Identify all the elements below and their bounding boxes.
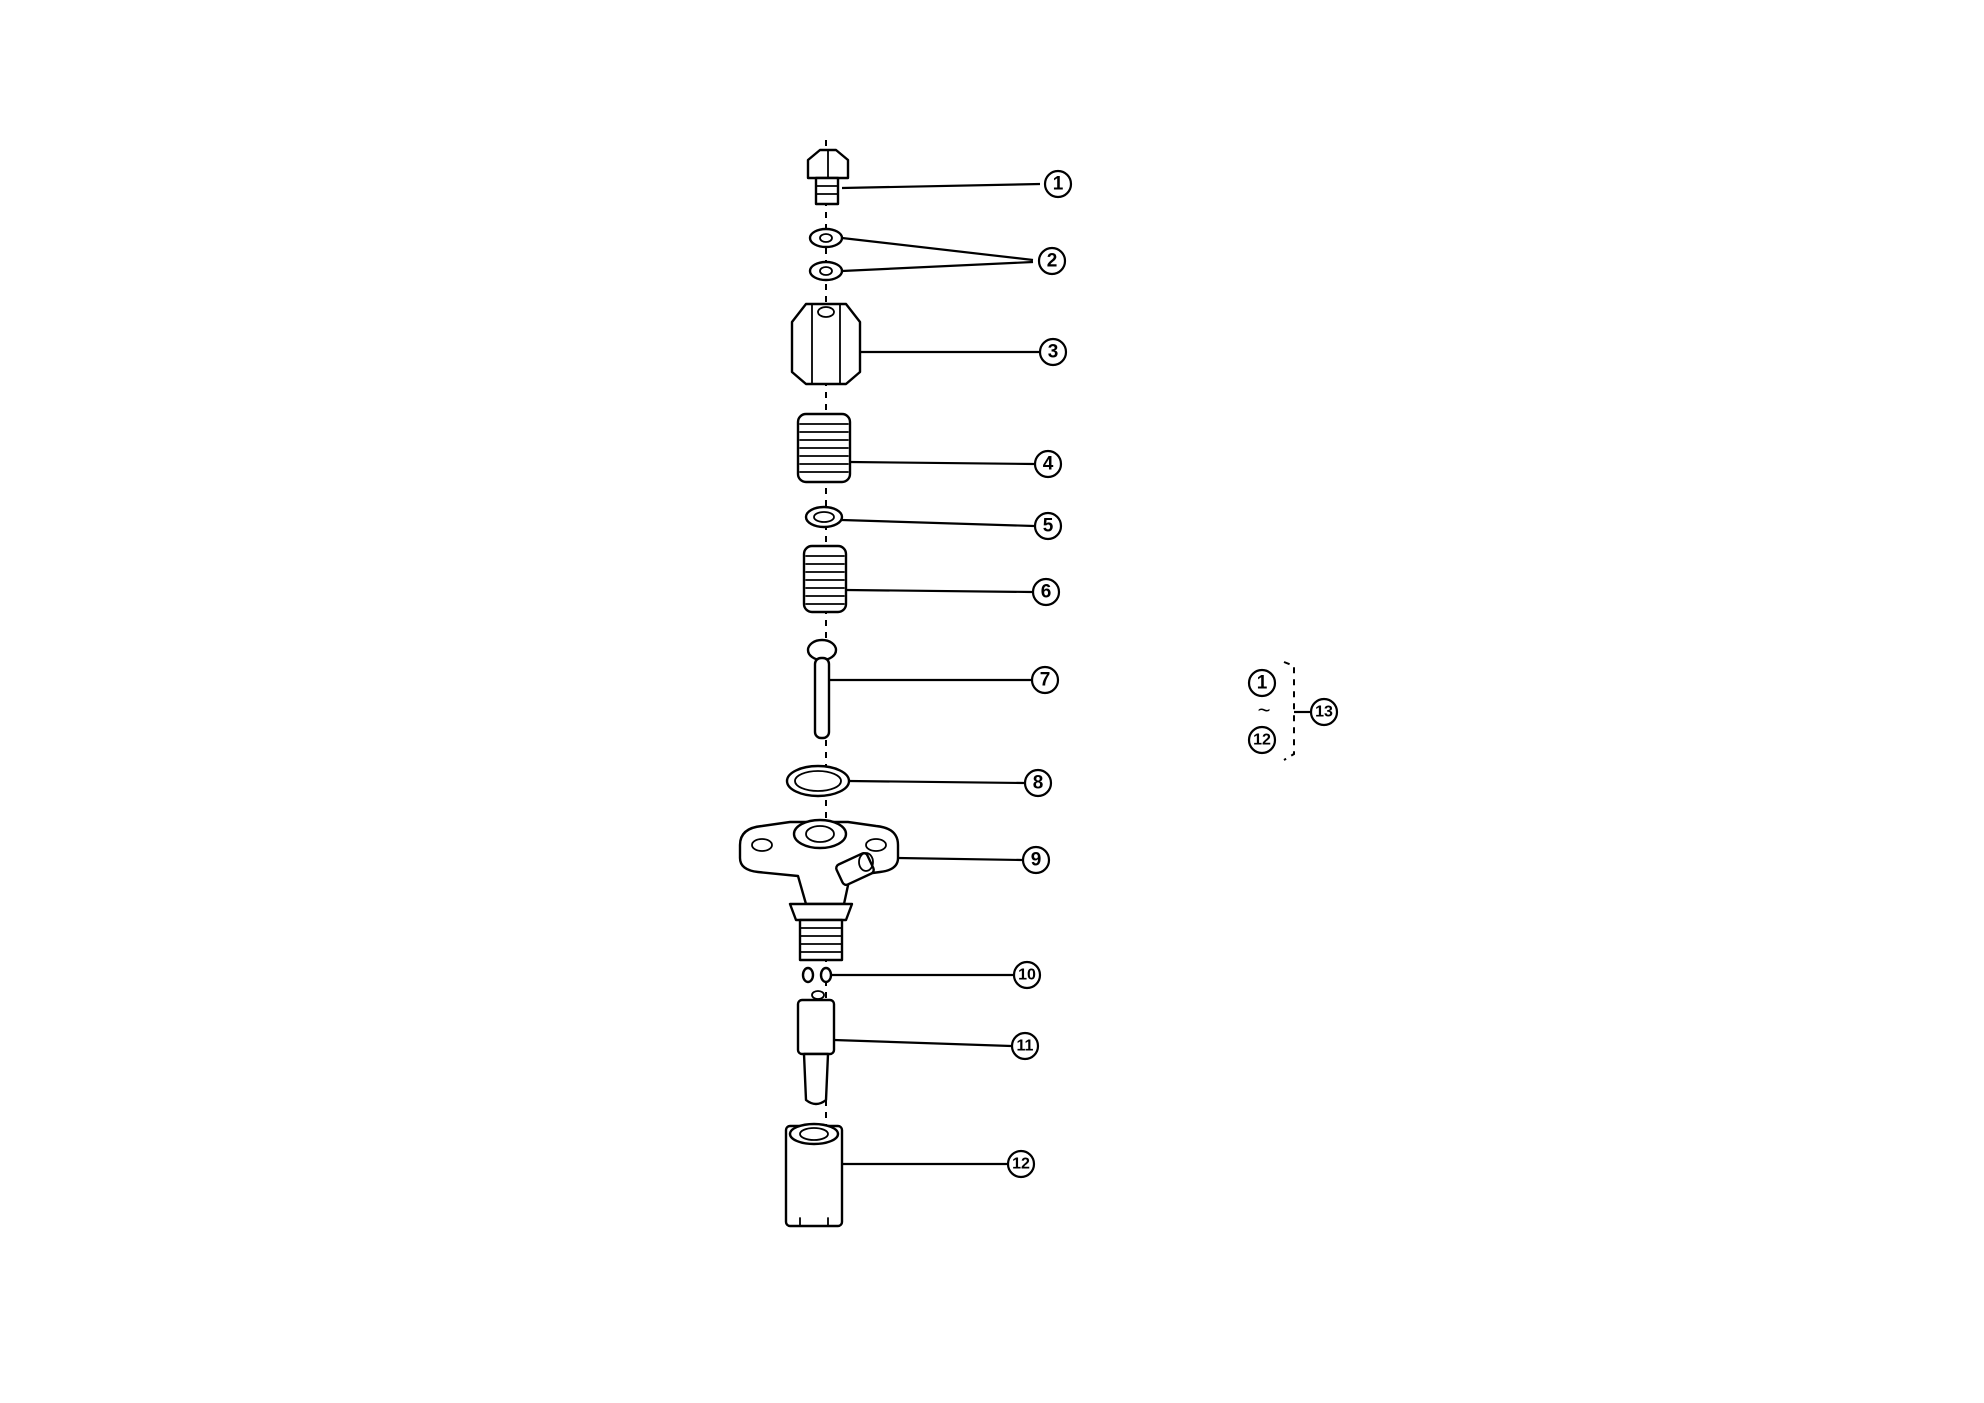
range-start-label: 1 [1257, 673, 1268, 694]
callout-9: 9 [1021, 845, 1051, 875]
callout-7: 7 [1030, 665, 1060, 695]
svg-text:12: 12 [1012, 1156, 1030, 1173]
svg-text:8: 8 [1033, 773, 1044, 794]
callout-8: 8 [1023, 768, 1053, 798]
part-7-push-rod [806, 638, 838, 740]
svg-text:3: 3 [1048, 342, 1059, 363]
svg-text:4: 4 [1043, 454, 1054, 475]
svg-text:10: 10 [1018, 967, 1036, 984]
range-separator: ~ [1258, 698, 1271, 723]
callout-1: 1 [1043, 169, 1073, 199]
svg-text:7: 7 [1040, 670, 1051, 691]
callout-3: 3 [1038, 337, 1068, 367]
part-3-cap-nut [790, 302, 862, 386]
part-9-holder-body [738, 818, 900, 962]
part-2-washers [808, 227, 844, 282]
callout-12: 12 [1006, 1149, 1036, 1179]
part-1-bolt [806, 148, 850, 206]
part-4-adjusting-screw [796, 412, 852, 484]
callout-6: 6 [1031, 577, 1061, 607]
part-5-gasket [804, 505, 844, 529]
callout-10: 10 [1012, 960, 1042, 990]
part-8-o-ring [785, 764, 851, 798]
svg-text:11: 11 [1017, 1038, 1034, 1055]
svg-text:9: 9 [1031, 850, 1042, 871]
assembly-number-label: 13 [1315, 704, 1333, 721]
callout-5: 5 [1033, 511, 1063, 541]
callout-4: 4 [1033, 449, 1063, 479]
svg-text:2: 2 [1047, 251, 1058, 272]
svg-text:5: 5 [1043, 516, 1054, 537]
part-12-retaining-nut [784, 1122, 844, 1228]
part-10-pins [801, 966, 833, 984]
svg-text:1: 1 [1053, 174, 1064, 195]
leader-lines [829, 182, 1041, 1166]
svg-text:6: 6 [1041, 582, 1052, 603]
callout-2: 2 [1037, 246, 1067, 276]
callout-11: 11 [1010, 1031, 1040, 1061]
assembly-range-legend: 1 ~ 12 13 [1247, 661, 1339, 761]
range-end-label: 12 [1253, 732, 1271, 749]
part-11-nozzle [796, 990, 836, 1106]
part-6-spring [802, 544, 848, 614]
